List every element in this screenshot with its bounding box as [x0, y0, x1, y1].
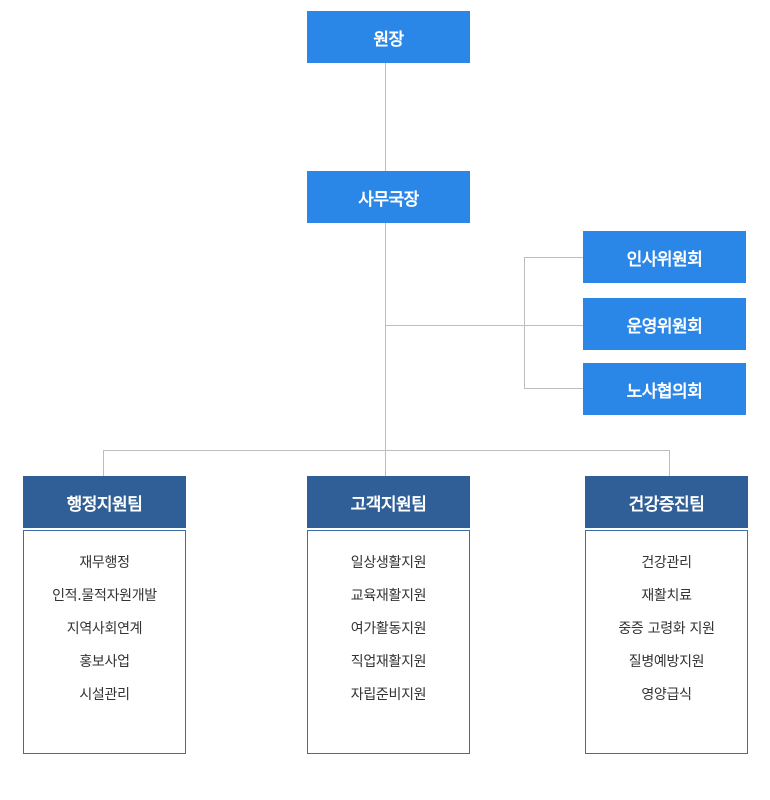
committee-personnel-box: 인사위원회 [583, 231, 746, 283]
connector-committee-vertical [524, 257, 525, 389]
director-label: 원장 [373, 29, 404, 50]
task-item: 시설관리 [79, 687, 130, 703]
team-admin-header: 행정지원팀 [23, 476, 186, 528]
secretary-general-label: 사무국장 [358, 189, 419, 210]
connector-committee-2 [524, 325, 583, 326]
task-item: 재활치료 [641, 588, 692, 604]
connector-teams-horizontal [103, 450, 670, 451]
committee-operations-box: 운영위원회 [583, 298, 746, 350]
team-name: 건강증진팀 [628, 494, 705, 515]
connector-director-to-secretary [385, 63, 386, 172]
team-client-header: 고객지원팀 [307, 476, 470, 528]
connector-committee-3 [524, 388, 583, 389]
task-item: 직업재활지원 [350, 654, 427, 670]
connector-team-3 [669, 450, 670, 477]
committee-label: 인사위원회 [626, 249, 703, 270]
task-item: 자립준비지원 [350, 687, 427, 703]
secretary-general-box: 사무국장 [307, 171, 470, 223]
task-item: 재무행정 [79, 555, 130, 571]
task-item: 영양급식 [641, 687, 692, 703]
committee-labor-box: 노사협의회 [583, 363, 746, 415]
team-name: 고객지원팀 [350, 494, 427, 515]
task-item: 지역사회연계 [66, 621, 143, 637]
team-admin-task-panel: 재무행정 인적.물적자원개발 지역사회연계 홍보사업 시설관리 [23, 530, 186, 754]
committee-label: 노사협의회 [626, 381, 703, 402]
task-item: 질병예방지원 [628, 654, 705, 670]
task-item: 일상생활지원 [350, 555, 427, 571]
task-item: 인적.물적자원개발 [52, 588, 157, 604]
task-item: 여가활동지원 [350, 621, 427, 637]
committee-label: 운영위원회 [626, 316, 703, 337]
connector-committee-1 [524, 257, 583, 258]
task-item: 건강관리 [641, 555, 692, 571]
team-name: 행정지원팀 [66, 494, 143, 515]
team-health-header: 건강증진팀 [585, 476, 748, 528]
task-item: 홍보사업 [79, 654, 130, 670]
task-item: 교육재활지원 [350, 588, 427, 604]
connector-secretary-trunk [385, 223, 386, 477]
director-box: 원장 [307, 11, 470, 63]
connector-committee-branch [385, 325, 525, 326]
task-item: 중증 고령화 지원 [618, 621, 715, 637]
connector-team-1 [103, 450, 104, 477]
team-client-task-panel: 일상생활지원 교육재활지원 여가활동지원 직업재활지원 자립준비지원 [307, 530, 470, 754]
team-health-task-panel: 건강관리 재활치료 중증 고령화 지원 질병예방지원 영양급식 [585, 530, 748, 754]
